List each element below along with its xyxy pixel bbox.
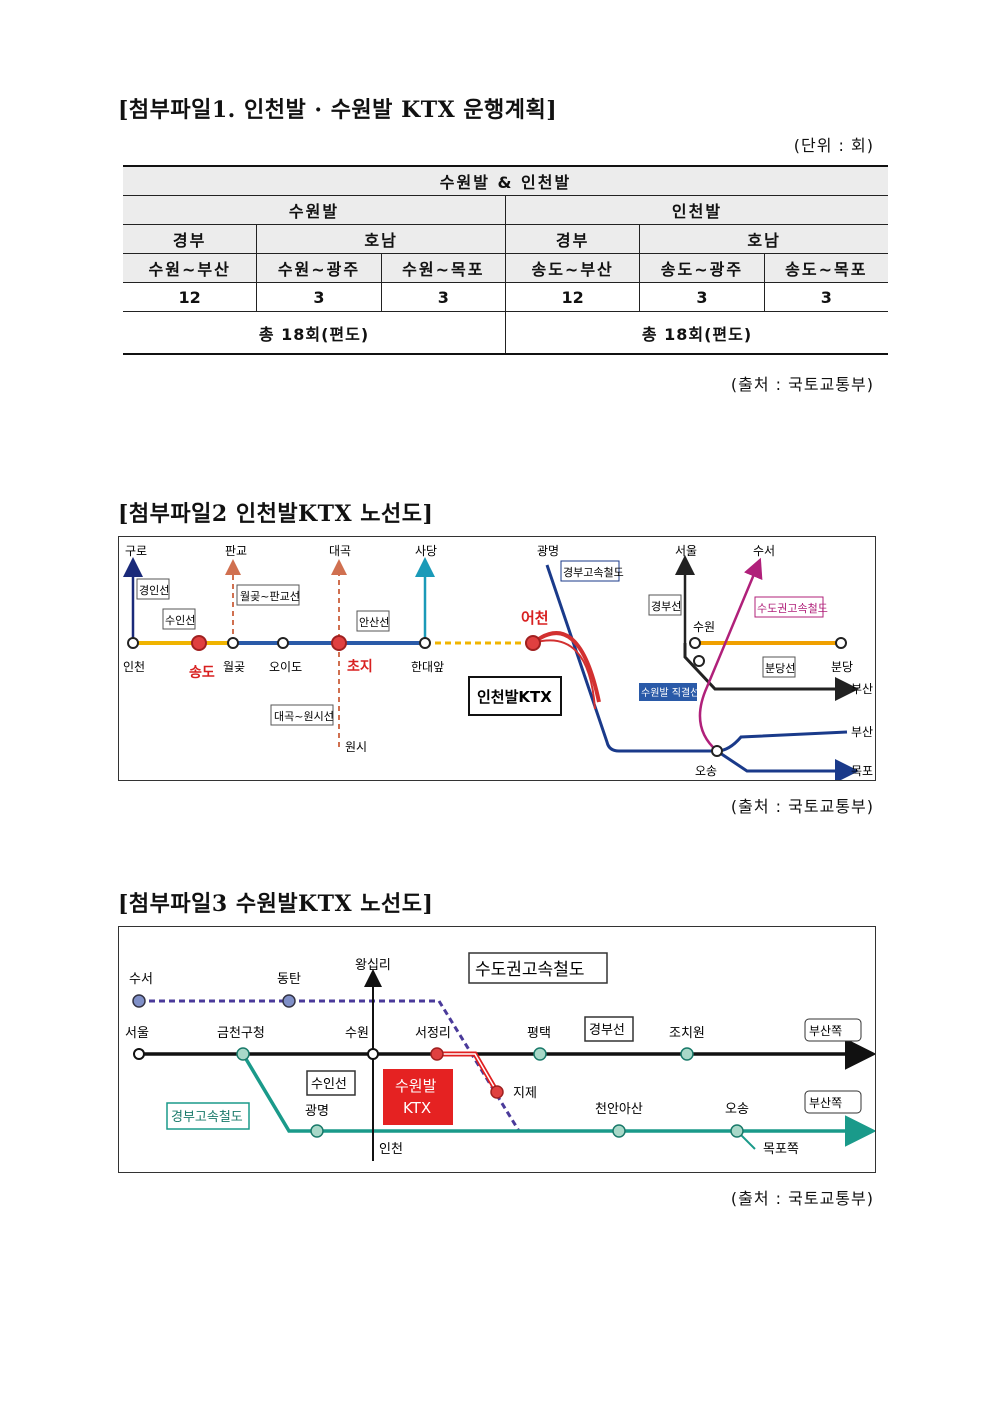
- map2-station: 원시: [345, 740, 367, 754]
- map3-station: 금천구청: [217, 1026, 265, 1041]
- map2-line-label: 수도권고속철도: [757, 602, 828, 615]
- suwon-ktx-route-map: 수서 동탄 왕십리 서울 금천구청 수원 서정리 평택 조치원 광명 지제 천안…: [118, 926, 877, 1173]
- map2-station: 사당: [415, 544, 437, 558]
- map3-station: 지제: [513, 1086, 537, 1101]
- map2-station: 어천: [521, 609, 549, 627]
- map3-station: 목포쪽: [763, 1142, 799, 1157]
- map2-station: 한대앞: [411, 660, 444, 674]
- map3-station: 서울: [125, 1026, 149, 1041]
- route-header: 송도~광주: [639, 253, 765, 283]
- map3-station: 천안아산: [595, 1102, 643, 1117]
- map2-station: 광명: [537, 544, 559, 558]
- incheon-ktx-route-map: 구로 판교 대곡 사당 광명 서울 수서 인천 송도 월곶 오이도 초지 한대앞…: [118, 536, 876, 783]
- group-header-incheon: 인천발: [504, 195, 888, 225]
- line-header: 경부: [123, 224, 258, 254]
- map3-station: 동탄: [277, 972, 301, 987]
- map2-line-label: 안산선: [359, 616, 389, 629]
- map3-end: 부산쪽: [809, 1024, 842, 1038]
- map3-station: 광명: [305, 1104, 329, 1119]
- value-cell: 3: [639, 282, 765, 312]
- map2-line-label: 대곡~원시선: [274, 710, 334, 723]
- map2-line-label: 분당선: [765, 662, 795, 675]
- map2-line-label: 경부고속철도: [563, 566, 624, 579]
- line-header: 호남: [639, 224, 888, 254]
- map2-line-label: 경인선: [139, 584, 169, 597]
- table-top-header: 수원발 & 인천발: [123, 165, 888, 196]
- map2-line-label: 경부선: [651, 600, 681, 613]
- route-header: 수원~목포: [380, 253, 506, 283]
- source-note: (출처 : 국토교통부): [730, 797, 874, 816]
- map3-station: 조치원: [669, 1026, 705, 1041]
- route-header: 수원~광주: [256, 253, 382, 283]
- unit-note: (단위 : 회): [793, 136, 874, 155]
- incheon-route-svg: 구로 판교 대곡 사당 광명 서울 수서 인천 송도 월곶 오이도 초지 한대앞…: [123, 544, 873, 783]
- map3-line-label: 경부선: [589, 1023, 625, 1038]
- value-cell: 12: [123, 282, 258, 312]
- map2-end: 부산: [851, 725, 873, 739]
- total-cell-suwon: 총 18회(편도): [123, 311, 506, 355]
- map3-badge: KTX: [403, 1099, 431, 1117]
- section3-title: [첨부파일3 수원발KTX 노선도]: [118, 891, 434, 917]
- ktx-plan-table: 수원발 & 인천발 수원발 인천발 경부 호남 경부 호남 수원~부산 수원~광…: [123, 165, 888, 355]
- map2-line-label: 월곶~판교선: [240, 590, 300, 603]
- map3-station: 왕십리: [355, 958, 391, 973]
- value-cell: 3: [763, 282, 888, 312]
- map3-station: 수원: [345, 1026, 369, 1041]
- map2-station: 구로: [125, 544, 147, 558]
- map3-station: 서정리: [415, 1026, 451, 1041]
- map2-station: 수서: [753, 544, 775, 558]
- line-header: 경부: [504, 224, 641, 254]
- map3-line-label: 경부고속철도: [171, 1110, 243, 1125]
- map3-line-label: 수인선: [311, 1077, 347, 1092]
- value-cell: 12: [504, 282, 641, 312]
- map2-station: 서울: [675, 544, 697, 558]
- source-note: (출처 : 국토교통부): [730, 375, 874, 394]
- line-header: 호남: [256, 224, 506, 254]
- map3-badge: 수원발: [395, 1077, 437, 1095]
- map2-station: 초지: [347, 659, 373, 675]
- map2-station: 판교: [225, 544, 247, 558]
- map2-line-label: 수원발 직결선: [641, 687, 699, 699]
- route-header: 수원~부산: [123, 253, 258, 283]
- map3-station: 수서: [129, 972, 153, 987]
- map2-station: 송도: [189, 665, 215, 681]
- map2-ktx-label: 인천발KTX: [477, 688, 552, 706]
- map2-line-label: 수인선: [165, 614, 195, 627]
- route-header: 송도~목포: [763, 253, 888, 283]
- map3-station: 평택: [527, 1026, 551, 1041]
- map2-station: 대곡: [329, 544, 351, 558]
- map3-station: 오송: [725, 1102, 749, 1117]
- source-note: (출처 : 국토교통부): [730, 1189, 874, 1208]
- map2-end: 목포: [851, 764, 873, 778]
- suwon-route-svg: 수서 동탄 왕십리 서울 금천구청 수원 서정리 평택 조치원 광명 지제 천안…: [125, 952, 877, 1161]
- map3-line-label: 수도권고속철도: [475, 960, 584, 980]
- route-header: 송도~부산: [504, 253, 641, 283]
- map3-end: 부산쪽: [809, 1096, 842, 1110]
- section1-title: [첨부파일1. 인천발 · 수원발 KTX 운행계획]: [118, 97, 558, 123]
- map2-station: 수원: [693, 620, 715, 634]
- total-cell-incheon: 총 18회(편도): [504, 311, 888, 355]
- map2-station: 오송: [695, 764, 717, 778]
- group-header-suwon: 수원발: [123, 195, 506, 225]
- section2-title: [첨부파일2 인천발KTX 노선도]: [118, 501, 434, 527]
- map3-station: 인천: [379, 1142, 403, 1157]
- map2-station: 분당: [831, 660, 853, 674]
- map2-station: 월곶: [223, 660, 245, 674]
- value-cell: 3: [256, 282, 382, 312]
- map2-station: 오이도: [269, 660, 302, 674]
- map2-end: 부산: [851, 682, 873, 696]
- value-cell: 3: [380, 282, 506, 312]
- map2-station: 인천: [123, 659, 145, 674]
